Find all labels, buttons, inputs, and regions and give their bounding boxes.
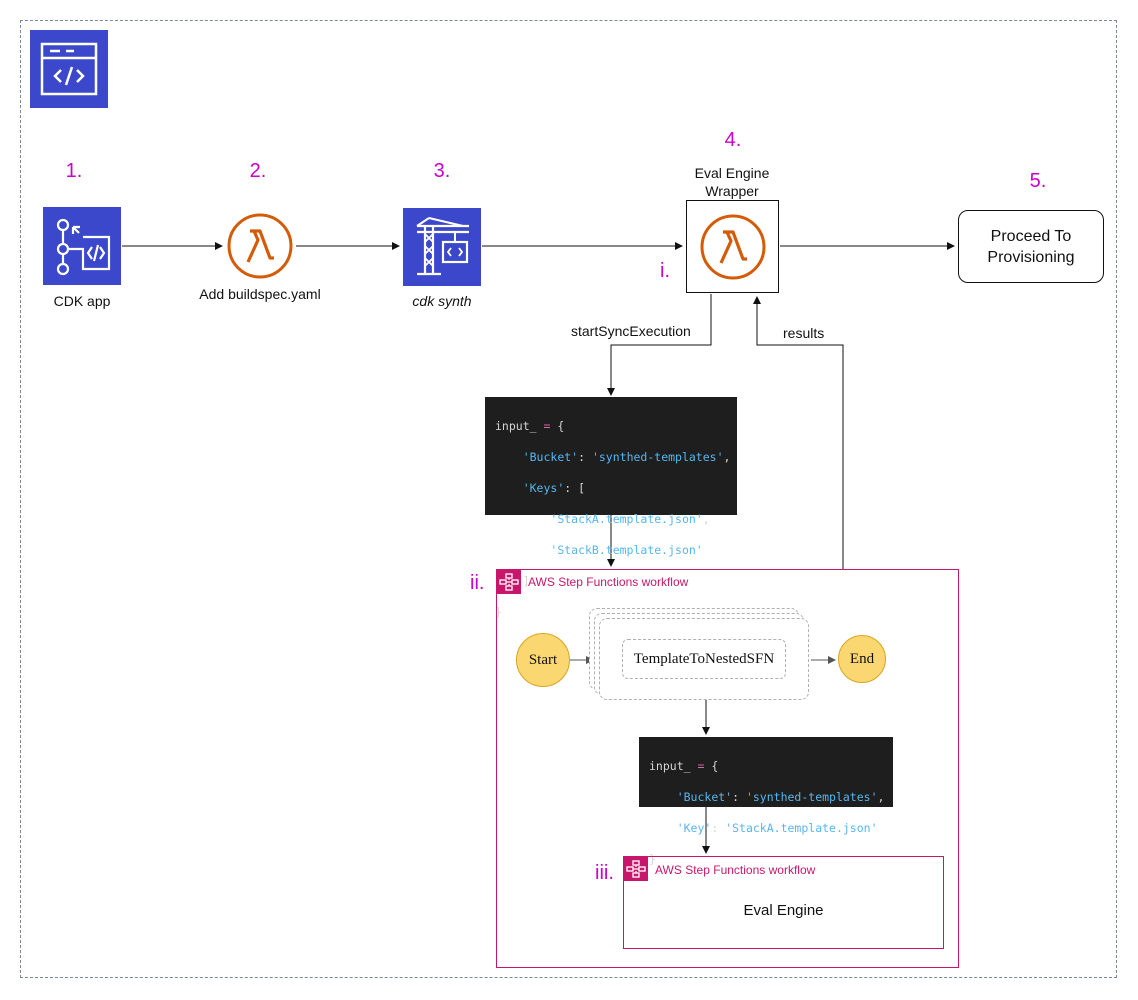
template-to-nested-sfn-task: TemplateToNestedSFN	[622, 639, 786, 679]
code2-token: 'Bucket'	[676, 789, 733, 804]
start-sync-execution-label: startSyncExecution	[569, 323, 693, 339]
code1-token: {	[557, 418, 565, 433]
code1-token: 'synthed-templates'	[591, 449, 724, 464]
sfn-inner-group: AWS Step Functions workflow Eval Engine	[623, 856, 944, 949]
code2-token: }	[649, 851, 656, 866]
code2-token: ,	[877, 789, 885, 804]
end-state: End	[838, 635, 886, 683]
lambda-icon	[700, 214, 766, 280]
code1-token: =	[536, 418, 558, 433]
results-label: results	[781, 325, 827, 341]
code1-line2: 'Bucket': 'synthed-templates',	[495, 449, 731, 466]
code1-line4: 'StackA.template.json',	[495, 512, 727, 528]
code-block-input-key: input_ = { 'Bucket': 'synthed-templates'…	[639, 737, 893, 866]
code2-token: 'Key'	[676, 820, 712, 835]
step-2-label: 2.	[249, 160, 267, 182]
code2-line1: input_ = {	[649, 759, 883, 775]
code2-line3: 'Key': 'StackA.template.json'	[649, 821, 883, 837]
code2-token: :	[711, 820, 726, 835]
code2-token: 'synthed-templates'	[745, 789, 878, 804]
proceed-label-line1: Proceed To	[990, 227, 1072, 245]
eval-wrapper-label-line1: Eval Engine	[694, 165, 770, 181]
eval-wrapper-label: Eval Engine Wrapper	[672, 164, 792, 200]
code2-line2: 'Bucket': 'synthed-templates',	[649, 789, 885, 806]
crane-code-icon	[403, 208, 481, 286]
code1-token: ,	[723, 449, 731, 464]
code1-token: 'Keys'	[522, 480, 565, 495]
eval-engine-label: Eval Engine	[743, 902, 824, 919]
code-block-input-keys: input_ = { 'Bucket': 'synthed-templates'…	[485, 397, 737, 619]
code1-token: 'StackA.template.json'	[550, 511, 703, 526]
code1-line7: }	[495, 605, 727, 621]
code1-line6: ]	[495, 574, 727, 590]
sfn-outer-group: AWS Step Functions workflow	[496, 569, 959, 968]
cdk-app-label: CDK app	[53, 293, 111, 309]
git-code-icon	[43, 207, 121, 285]
code1-token: 'StackB.template.json'	[550, 542, 703, 557]
task-stack-front: TemplateToNestedSFN	[599, 618, 809, 700]
lambda-icon	[226, 212, 294, 280]
step-functions-icon	[624, 857, 648, 881]
code1-token: : [	[564, 480, 586, 495]
code1-line3: 'Keys': [	[495, 481, 727, 497]
step-3-label: 3.	[433, 160, 451, 182]
outer-group-frame	[20, 20, 1117, 978]
code1-token: ,	[702, 511, 710, 526]
eval-wrapper-box	[686, 200, 779, 293]
step-4-label: 4.	[724, 129, 742, 151]
proceed-label-line2: Provisioning	[987, 248, 1075, 266]
code2-token: =	[690, 758, 712, 773]
roman-iii-label: iii.	[595, 862, 614, 884]
code2-line4: }	[649, 852, 883, 868]
sfn-outer-title: AWS Step Functions workflow	[528, 575, 689, 589]
code1-token: ]	[522, 573, 530, 588]
code2-token: {	[711, 758, 719, 773]
code1-token: input_	[495, 418, 537, 433]
step-1-label: 1.	[65, 160, 83, 182]
code-window-icon	[30, 30, 108, 108]
edge-results	[753, 296, 844, 569]
code1-line5: 'StackB.template.json'	[495, 543, 727, 559]
cdk-synth-label: cdk synth	[412, 293, 472, 309]
code2-token: 'StackA.template.json'	[725, 820, 878, 835]
roman-i-label: i.	[660, 260, 670, 282]
code2-token: input_	[649, 758, 691, 773]
code2-token: :	[732, 789, 746, 804]
code1-token: :	[578, 449, 592, 464]
proceed-provisioning-box: Proceed To Provisioning	[958, 210, 1104, 283]
eval-wrapper-label-line2: Wrapper	[705, 183, 759, 199]
start-state: Start	[516, 633, 570, 687]
step-functions-icon	[497, 570, 521, 594]
code1-token: }	[495, 604, 502, 619]
sfn-inner-title: AWS Step Functions workflow	[655, 863, 816, 877]
buildspec-label: Add buildspec.yaml	[199, 286, 321, 302]
code1-line1: input_ = {	[495, 419, 727, 435]
edge-start-sync	[607, 294, 712, 396]
code1-token: 'Bucket'	[522, 449, 579, 464]
step-5-label: 5.	[1029, 170, 1047, 192]
roman-ii-label: ii.	[470, 572, 485, 594]
